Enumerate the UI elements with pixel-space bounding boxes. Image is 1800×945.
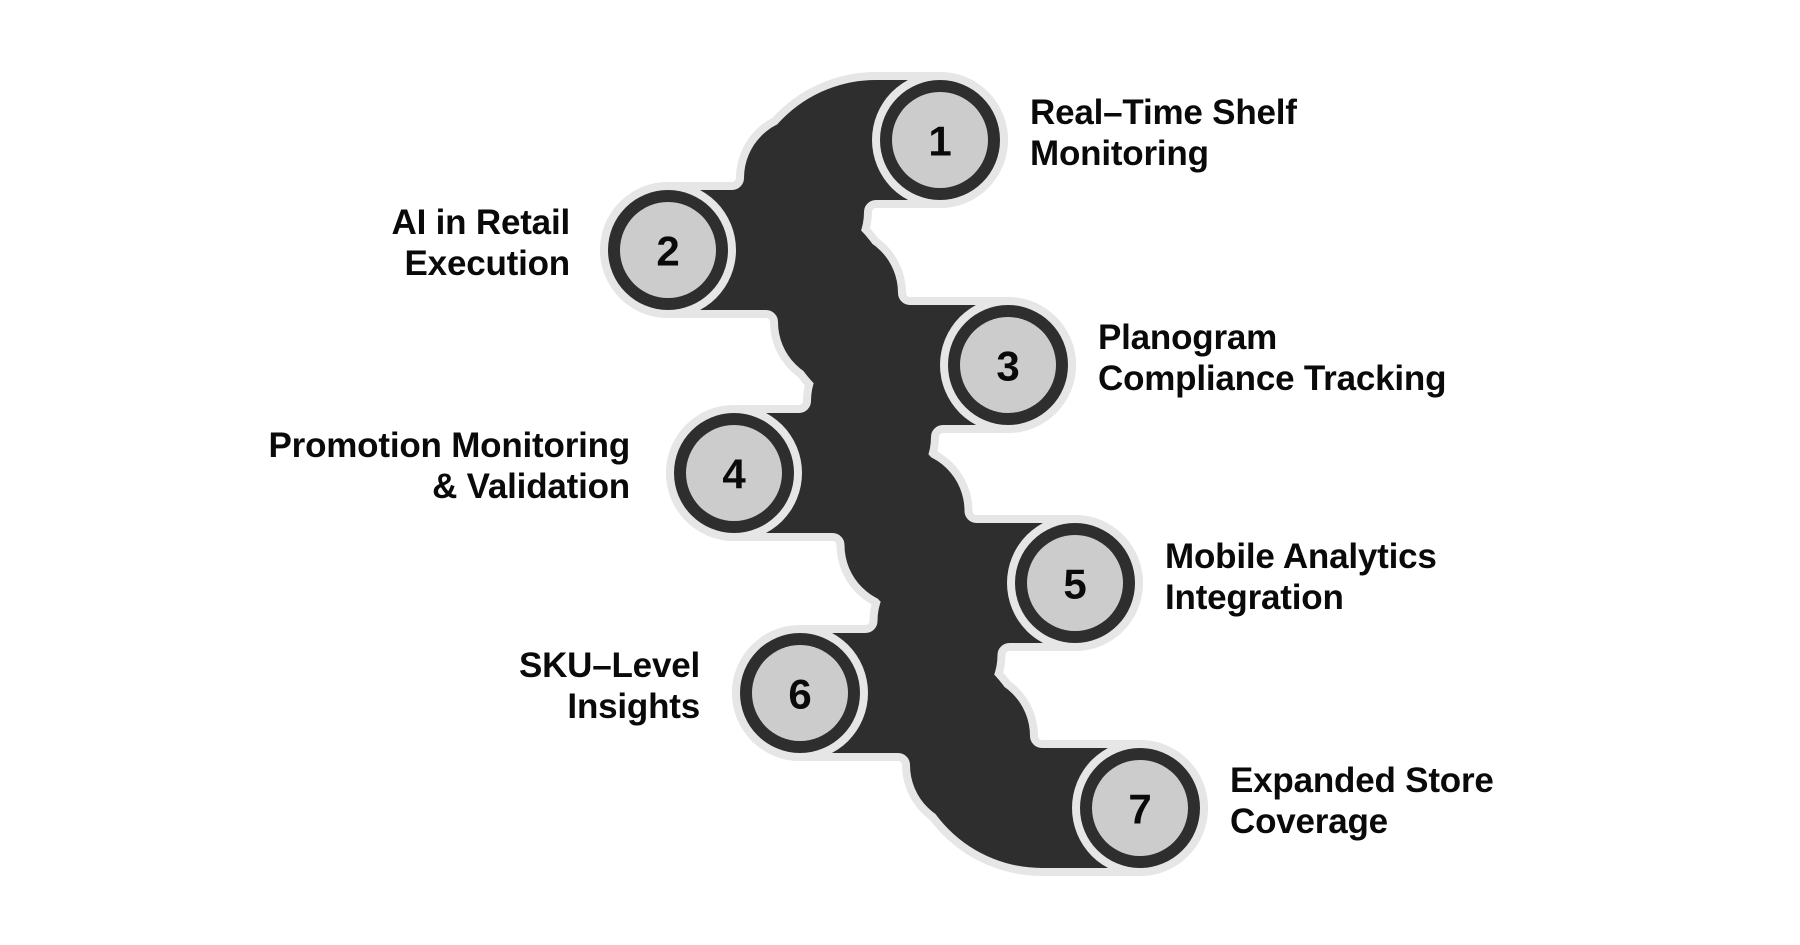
step-label-2: AI in Retail Execution: [391, 203, 571, 284]
node-inner-disc: [1027, 535, 1123, 631]
nodes-layer: 1 2 3 4 5 6 7: [600, 72, 1208, 876]
node-number-label: 4: [722, 451, 746, 498]
node-inner-disc: [620, 202, 716, 298]
node-number-label: 5: [1063, 561, 1086, 608]
node-inner-disc: [1092, 760, 1188, 856]
process-node-3[interactable]: 3: [940, 297, 1076, 433]
step-label-4: Promotion Monitoring & Validation: [268, 426, 631, 507]
step-label-6: SKU–Level Insights: [518, 646, 700, 727]
node-number-label: 7: [1128, 786, 1151, 833]
process-node-6[interactable]: 6: [732, 625, 868, 761]
step-label-1: Real–Time Shelf Monitoring: [1030, 93, 1297, 174]
step-label-3: Planogram Compliance Tracking: [1098, 318, 1447, 399]
node-number-label: 3: [996, 343, 1019, 390]
step-label-5: Mobile Analytics Integration: [1165, 537, 1437, 618]
process-node-1[interactable]: 1: [872, 72, 1008, 208]
node-number-label: 6: [788, 671, 811, 718]
step-label-7: Expanded Store Coverage: [1230, 761, 1494, 842]
node-inner-disc: [892, 92, 988, 188]
node-inner-disc: [752, 645, 848, 741]
process-node-5[interactable]: 5: [1007, 515, 1143, 651]
node-number-label: 2: [656, 228, 679, 275]
process-node-7[interactable]: 7: [1072, 740, 1208, 876]
node-inner-disc: [686, 425, 782, 521]
node-number-label: 1: [928, 118, 951, 165]
node-inner-disc: [960, 317, 1056, 413]
process-node-2[interactable]: 2: [600, 182, 736, 318]
process-node-4[interactable]: 4: [666, 405, 802, 541]
